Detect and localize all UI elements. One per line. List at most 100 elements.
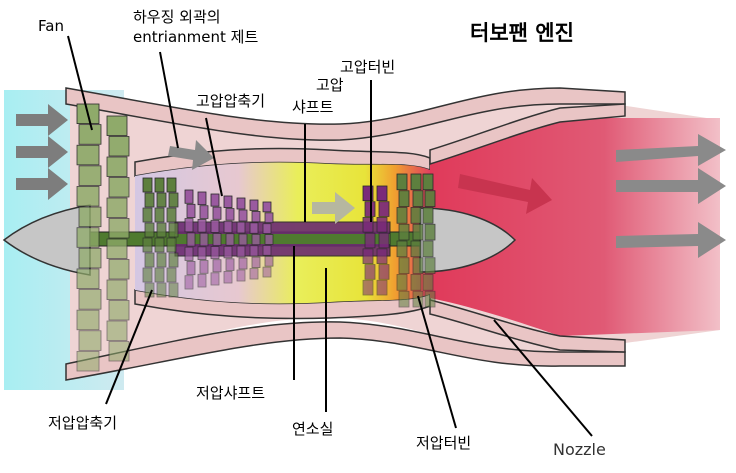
fan-blade-segment bbox=[78, 247, 102, 269]
fan-blade-segment bbox=[106, 320, 128, 341]
hp-compressor-blade bbox=[249, 245, 259, 257]
hp-turbine-blade bbox=[362, 279, 374, 296]
exhaust-arrow bbox=[458, 174, 552, 214]
fan-blade-segment bbox=[76, 186, 100, 207]
hp-compressor-blade bbox=[223, 195, 233, 208]
lp-compressor-blade bbox=[156, 222, 167, 238]
intake-arrows bbox=[16, 104, 68, 200]
leader-lp-compressor bbox=[105, 289, 153, 405]
lp-compressor-blade bbox=[166, 177, 177, 193]
hp-compressor-blade bbox=[210, 246, 220, 260]
outlet-arrow bbox=[616, 222, 726, 258]
lp-turbine-blade bbox=[422, 207, 434, 224]
hp-compressor-blade bbox=[197, 191, 207, 206]
lp-compressor-blade bbox=[142, 177, 153, 193]
lp-compressor-blade bbox=[166, 207, 177, 223]
hp-compressor-blade bbox=[262, 266, 272, 278]
fan-blade-segment bbox=[78, 124, 102, 145]
hp-compressor-blade bbox=[249, 222, 259, 234]
outlet-arrows bbox=[616, 134, 726, 258]
hp-compressor-blade bbox=[199, 232, 209, 247]
hp-compressor-blade bbox=[251, 211, 261, 223]
lp-compressor-blade bbox=[144, 192, 155, 208]
lp-shaft-inner bbox=[175, 234, 390, 244]
hp-compressor-blade bbox=[249, 199, 259, 211]
fan-blade-segment bbox=[76, 227, 100, 248]
lp-compressor-blade bbox=[142, 207, 153, 223]
hp-compressor-blade bbox=[262, 223, 272, 234]
label-bypass-line2: entrianment 제트 bbox=[133, 28, 258, 46]
intake-arrow bbox=[16, 104, 68, 136]
hp-compressor-blade bbox=[210, 272, 220, 286]
lp-turbine-blade bbox=[398, 257, 410, 274]
lp-turbine-blade bbox=[396, 240, 408, 258]
lp-turbine-blade bbox=[410, 240, 422, 258]
lp-compressor-blade bbox=[168, 222, 179, 238]
hp-compressor-blade bbox=[236, 221, 246, 234]
fan-blade-segment bbox=[76, 309, 100, 331]
lp-compressor-blade bbox=[154, 237, 165, 253]
lp-compressor-blade bbox=[156, 192, 167, 208]
lp-compressor-blade bbox=[142, 267, 153, 283]
lp-turbine-blade bbox=[410, 274, 422, 291]
lp-turbine-blade bbox=[422, 173, 434, 191]
hp-turbine-blade bbox=[378, 232, 390, 249]
hp-compressor-blade bbox=[186, 203, 196, 218]
hp-turbine-blade bbox=[376, 279, 388, 296]
hp-compressor-blade bbox=[264, 255, 274, 267]
leader-lp-turbine bbox=[417, 295, 457, 429]
hp-compressor-blade bbox=[223, 271, 233, 284]
label-hp-compressor: 고압압축기 bbox=[196, 92, 265, 110]
hp-compressor-blade bbox=[251, 256, 261, 268]
lp-compressor-blades bbox=[142, 177, 179, 298]
hp-compressor-blade bbox=[212, 259, 222, 273]
diagram-title: 터보팬 엔진 bbox=[470, 21, 574, 45]
lp-turbine-blade bbox=[396, 207, 408, 224]
lp-compressor-blade bbox=[156, 282, 167, 298]
lp-turbine-blade bbox=[424, 190, 436, 207]
lp-turbine-blade bbox=[422, 240, 434, 258]
fan-blade-segment bbox=[78, 206, 102, 228]
hp-turbine-blade bbox=[376, 185, 388, 202]
lp-turbine-blade bbox=[412, 190, 424, 207]
fan-blade-segment bbox=[78, 165, 102, 186]
lp-turbine-blades bbox=[396, 173, 436, 308]
label-lp-shaft: 저압샤프트 bbox=[196, 384, 265, 402]
intake-arrow bbox=[16, 136, 68, 168]
hp-compressor-blade bbox=[212, 233, 222, 246]
label-lp-compressor: 저압압축기 bbox=[48, 414, 117, 432]
fan-blade-segment bbox=[108, 259, 130, 280]
hp-compressor-blade bbox=[184, 246, 194, 261]
fan-blade-segment bbox=[108, 341, 130, 362]
outlet-arrow bbox=[616, 134, 726, 166]
hp-compressor-blade bbox=[184, 189, 194, 204]
lp-compressor-blade bbox=[168, 282, 179, 298]
hp-turbine-blade bbox=[362, 248, 374, 264]
hp-compressor-blade bbox=[199, 260, 209, 274]
hp-compressor-blade bbox=[223, 220, 233, 234]
hp-compressor-blade bbox=[238, 209, 248, 222]
outlet-arrow bbox=[616, 168, 726, 204]
fan-blade-segment bbox=[108, 177, 130, 198]
label-hp-shaft-line1: 고압 bbox=[316, 76, 344, 94]
fan-blade-segment bbox=[106, 238, 128, 259]
label-hp-turbine: 고압터빈 bbox=[340, 58, 395, 76]
hp-compressor-blade bbox=[199, 205, 209, 219]
lp-turbine-blade bbox=[412, 223, 424, 241]
hp-compressor-blade bbox=[184, 218, 194, 233]
label-fan: Fan bbox=[38, 17, 64, 35]
hp-turbine-blade bbox=[362, 185, 374, 202]
hp-compressor-blade bbox=[210, 193, 220, 207]
leader-fan bbox=[67, 35, 93, 131]
fan-blade-segment bbox=[108, 300, 130, 321]
fan-blade-segment bbox=[108, 136, 130, 157]
lp-compressor-blade bbox=[168, 252, 179, 268]
exhaust-cone bbox=[419, 207, 517, 273]
fan-blade-segment bbox=[76, 144, 100, 166]
hp-compressor-blade bbox=[197, 246, 207, 260]
hp-turbine-blade bbox=[378, 264, 390, 280]
lp-compressor-blade bbox=[142, 237, 153, 253]
lp-turbine-blade bbox=[398, 290, 410, 308]
label-bypass-line1: 하우징 외곽의 bbox=[133, 8, 221, 26]
